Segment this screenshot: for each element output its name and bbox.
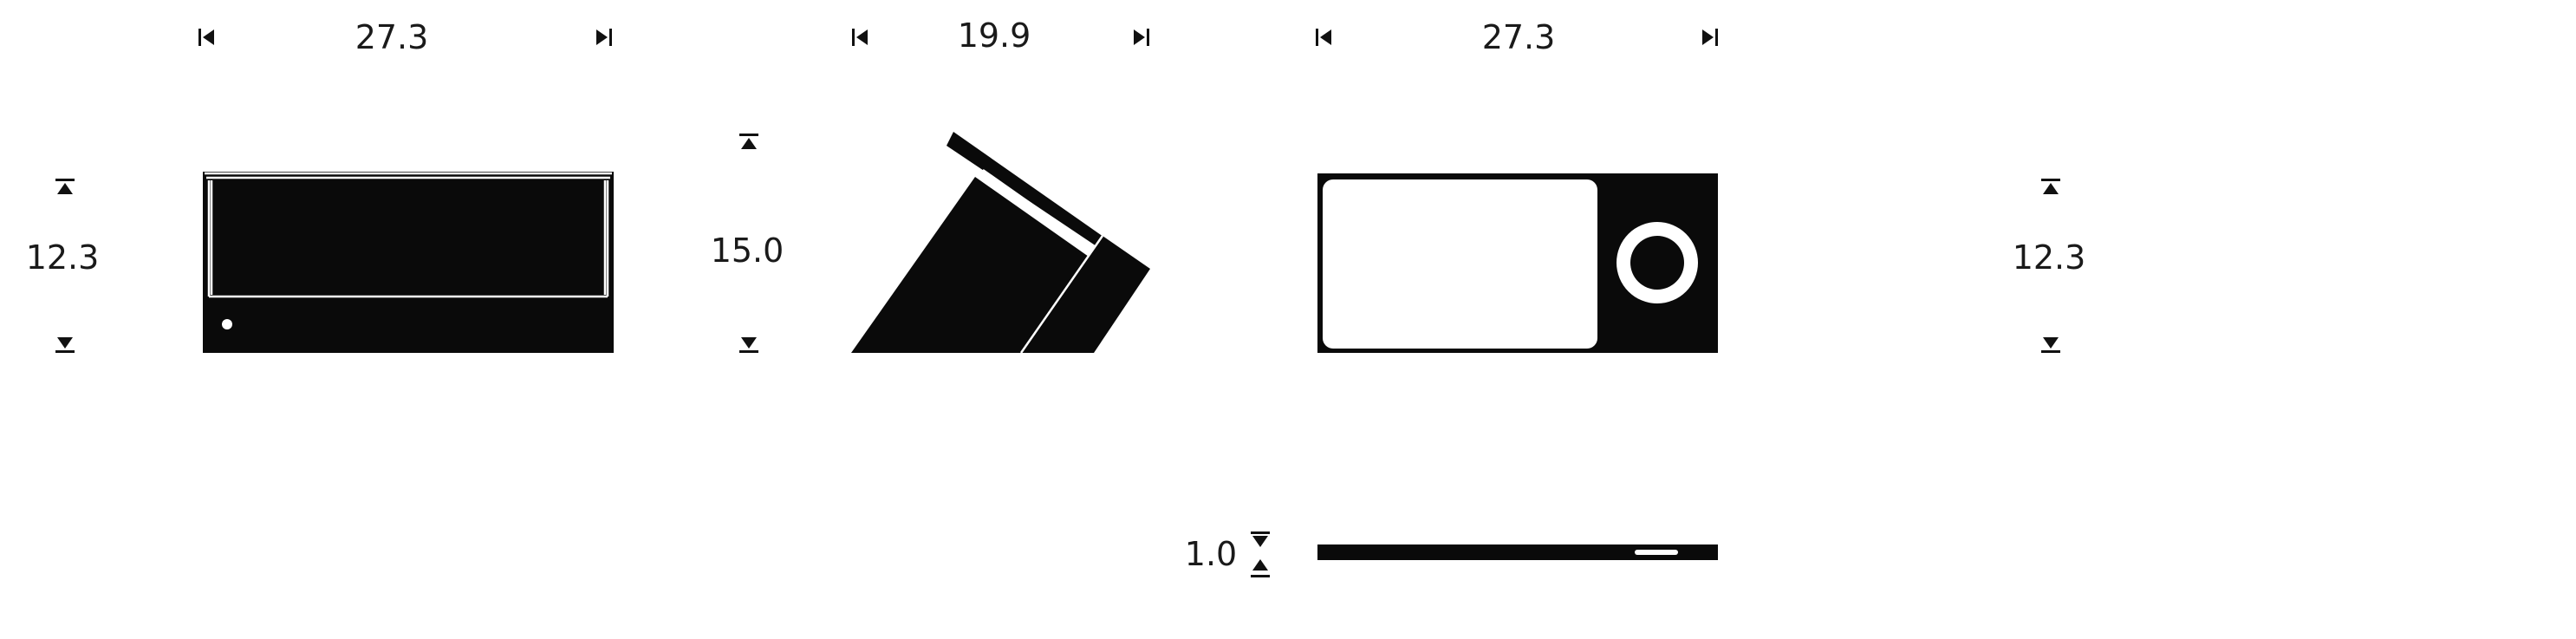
- left-limit-arrow-icon: [852, 29, 868, 46]
- back-width-dimension: 27.3: [1316, 18, 1718, 56]
- status-led: [222, 319, 232, 329]
- back-panel: [1323, 179, 1597, 349]
- bottom-thickness-label: 1.0: [1185, 535, 1237, 573]
- back-device: [1317, 173, 1718, 353]
- right-limit-arrow-icon: [596, 29, 612, 46]
- side-depth-dimension: 19.9: [852, 16, 1149, 55]
- right-limit-arrow-icon: [1134, 29, 1149, 46]
- side-depth-label: 19.9: [958, 16, 1031, 55]
- front-width-dimension: 27.3: [198, 18, 612, 56]
- bottom-limit-arrow-icon: [1251, 559, 1270, 577]
- bottom-limit-arrow-icon: [2041, 337, 2060, 353]
- front-width-label: 27.3: [355, 18, 429, 56]
- right-limit-arrow-icon: [1702, 29, 1718, 46]
- left-limit-arrow-icon: [1316, 29, 1331, 46]
- front-device: [203, 172, 614, 353]
- bottom-thickness-dimension: 1.0: [1185, 531, 1270, 577]
- front-height-label: 12.3: [26, 238, 100, 277]
- back-view: 27.3: [1316, 18, 1718, 353]
- back-height-label: 12.3: [2013, 238, 2086, 277]
- bottom-device: [1317, 544, 1718, 560]
- top-limit-arrow-icon: [1251, 531, 1270, 547]
- top-limit-arrow-icon: [55, 179, 75, 194]
- left-limit-arrow-icon: [198, 29, 214, 46]
- control-knob: [1630, 236, 1684, 290]
- back-height-dimension: 12.3: [2013, 179, 2086, 353]
- side-view: 19.9 15.0: [711, 16, 1150, 354]
- front-view: 27.3 12.3: [26, 18, 614, 353]
- back-width-label: 27.3: [1482, 18, 1556, 56]
- front-height-dimension: 12.3: [26, 179, 100, 353]
- top-limit-arrow-icon: [2041, 179, 2060, 194]
- bottom-limit-arrow-icon: [739, 337, 758, 353]
- side-height-label: 15.0: [711, 231, 784, 270]
- bottom-limit-arrow-icon: [55, 337, 75, 353]
- side-height-dimension: 15.0: [711, 134, 784, 353]
- top-limit-arrow-icon: [739, 134, 758, 149]
- bottom-view: 1.0: [1185, 531, 1718, 577]
- bottom-slot: [1635, 550, 1678, 555]
- side-device: [851, 132, 1150, 354]
